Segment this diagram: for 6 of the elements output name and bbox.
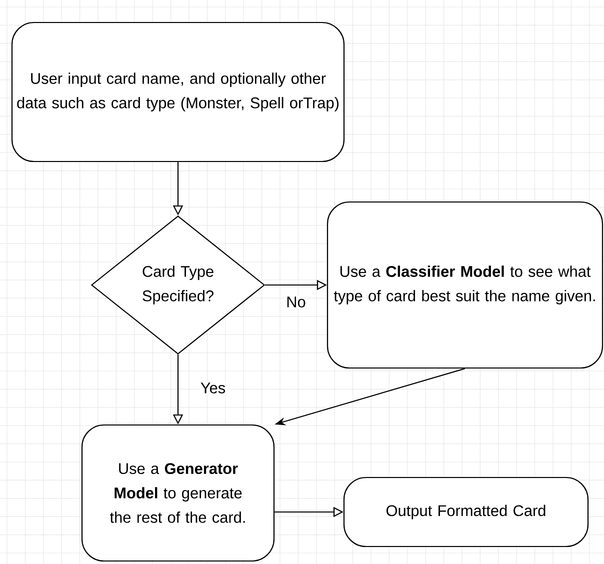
process-box: Use a Generator Model to generate the rest of the card. [81,424,275,562]
process-box: Use a Classifier Model to see what type of card best suit the name given. [326,201,604,369]
edge-label: Yes [199,382,227,394]
edge-label: No [285,296,307,308]
process-box: Output Formatted Card [343,476,589,548]
process-box: User input card name, and optionally other data such as card type (Monster, Spell orTrap) [11,22,345,162]
